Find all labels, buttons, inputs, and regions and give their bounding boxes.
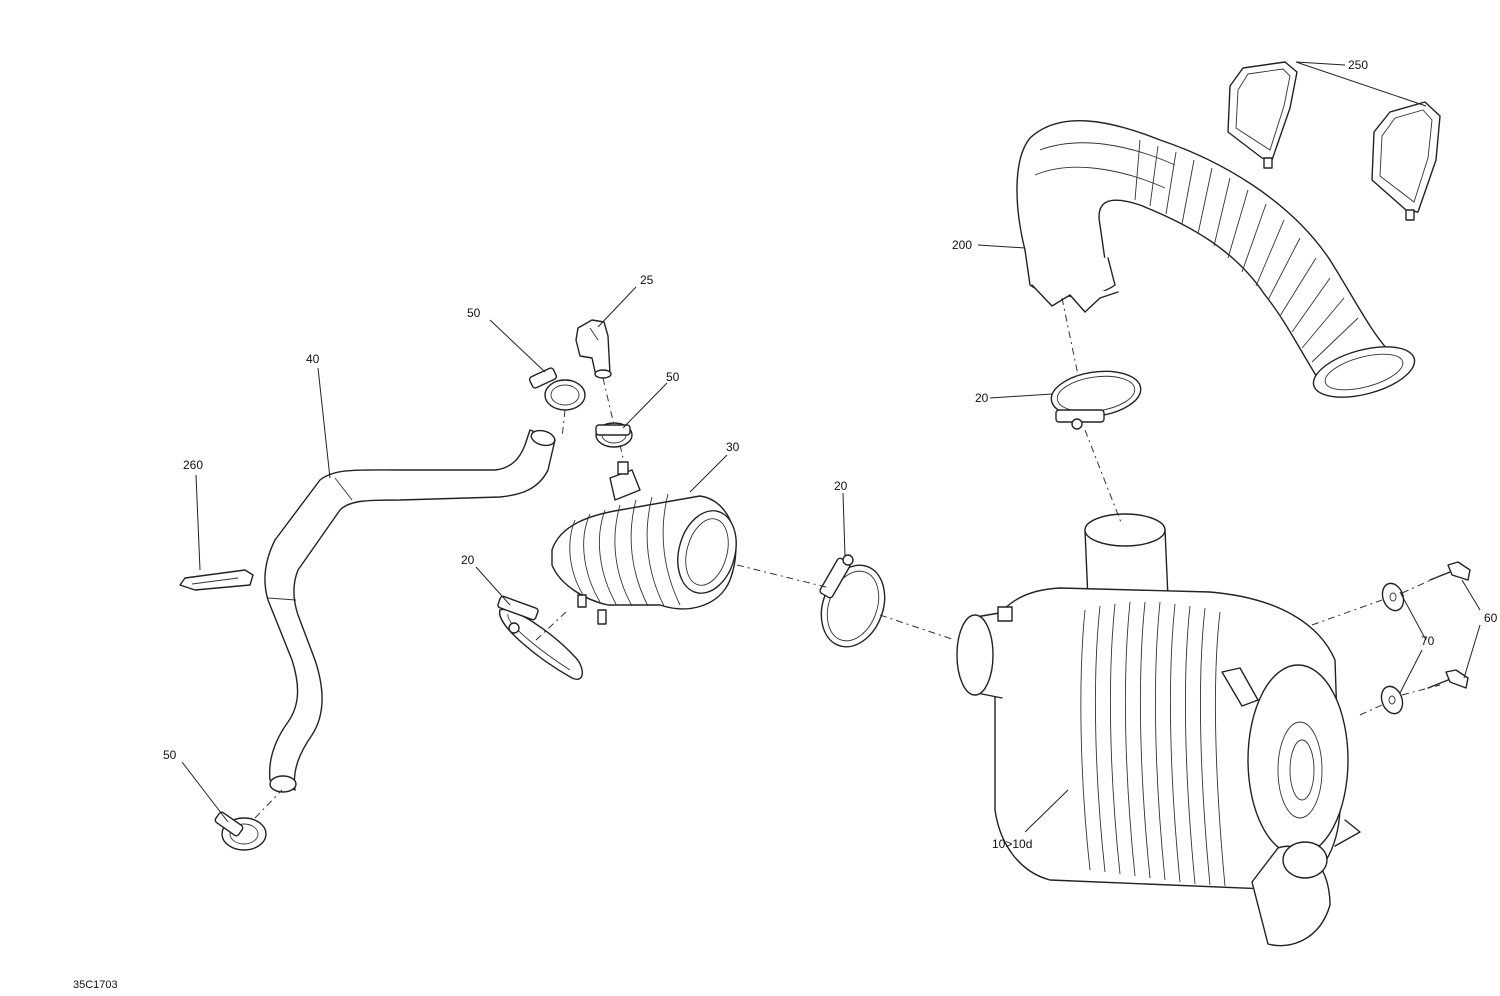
callout-20-lower: 20 [461,553,475,567]
diagram-reference-code: 35C1703 [73,979,118,991]
callout-10-10d: 10>10d [992,837,1032,851]
callout-25: 25 [640,273,654,287]
callout-20-upper: 20 [975,391,989,405]
part-25-elbow-fitting [575,319,612,379]
part-50-hose-clamp-lower [214,811,267,851]
callout-50-upper: 50 [467,306,481,320]
part-40-hose [264,429,556,793]
leader-lines [181,61,1481,833]
callout-30: 30 [726,440,740,454]
callout-250: 250 [1348,58,1368,72]
callout-200: 200 [952,238,972,252]
part-20-band-clamp-middle [819,554,886,648]
part-260-clip [179,569,254,591]
callout-70: 70 [1421,634,1435,648]
part-20-band-clamp-lower [497,595,583,680]
part-20-band-clamp-upper [1050,370,1142,430]
part-250-loop-clamps [1227,61,1441,221]
part-50-hose-clamp-middle [595,422,633,448]
callout-50-lower: 50 [163,748,177,762]
callout-60: 60 [1484,611,1498,625]
callout-40: 40 [306,352,320,366]
part-60-bolts [1427,561,1471,689]
assembly-axes [254,297,1443,819]
part-50-hose-clamp-upper [528,367,586,411]
callout-260: 260 [183,458,203,472]
part-10-airbox-housing [956,513,1361,947]
part-70-washers [1380,582,1405,715]
callout-labels: 250 200 25 50 40 50 20 30 260 20 20 60 7… [73,58,1498,991]
callout-50-middle: 50 [666,370,680,384]
part-30-intake-boot [551,461,737,625]
part-200-intake-duct [1016,120,1416,398]
callout-20-middle: 20 [834,479,848,493]
